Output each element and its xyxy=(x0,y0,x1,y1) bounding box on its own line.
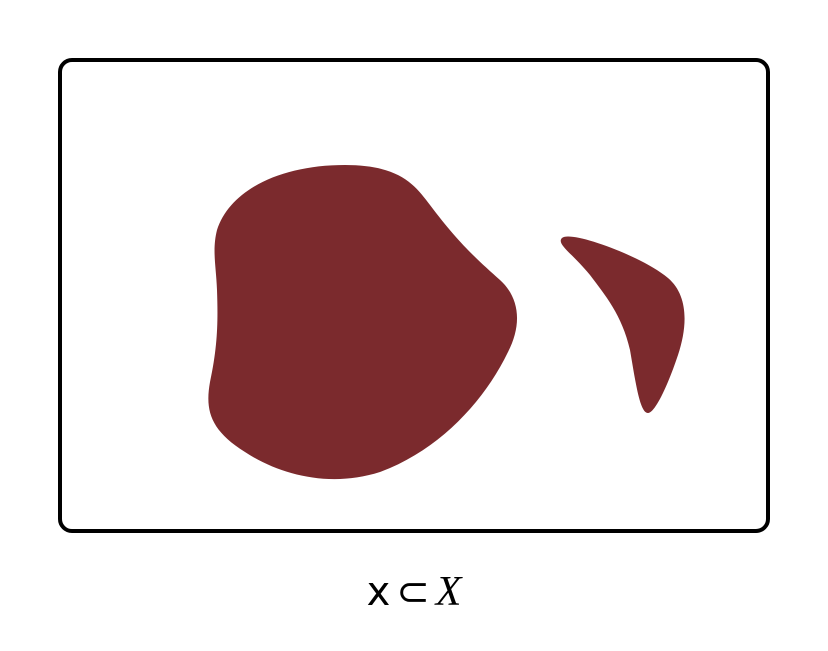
subset-label: x xyxy=(366,569,391,615)
set-relation-caption: x⊂X xyxy=(0,568,828,616)
subset-x-large-region xyxy=(208,165,518,480)
superset-label: X xyxy=(435,569,462,615)
subset-relation-symbol: ⊂ xyxy=(396,569,430,615)
subset-x-small-region xyxy=(560,236,685,413)
universe-set-X-boundary xyxy=(58,58,770,533)
